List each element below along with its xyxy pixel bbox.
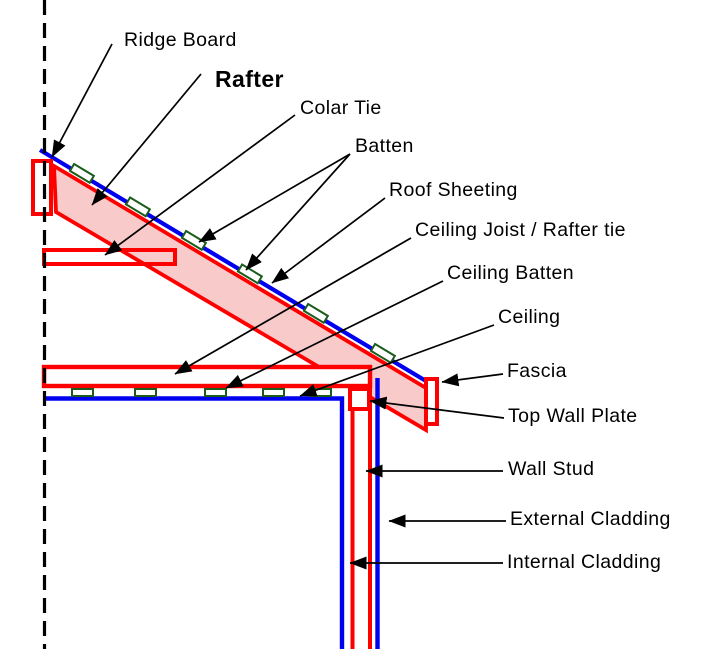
label-fascia: Fascia [507,360,567,382]
label-ceiling-batten: Ceiling Batten [447,262,574,284]
rafter-board [51,162,428,434]
label-batten: Batten [355,135,414,157]
roof-batten [124,196,152,218]
roof-batten [369,342,397,365]
roof-batten [68,162,96,185]
label-internal-cladding: Internal Cladding [507,551,661,573]
ceiling-battens-layer [71,388,332,397]
roof-batten [180,229,208,252]
roof-batten [302,302,330,325]
leader-arrow-roof-sheeting [271,197,386,284]
roof-battens-layer [68,162,397,365]
ceiling-batten [134,388,157,397]
ridge-board-member [31,159,53,216]
label-colar-tie: Colar Tie [300,97,382,119]
leader-arrow-batten [245,153,351,271]
ceiling-and-internal-cladding-line [44,396,345,649]
label-ceiling-joist: Ceiling Joist / Rafter tie [415,219,626,241]
leader-arrow-ceiling [299,324,495,397]
ceiling-batten [309,388,332,397]
label-roof-sheeting: Roof Sheeting [389,179,518,201]
label-external-cladding: External Cladding [510,508,671,530]
fascia-member [424,377,439,426]
ceiling-batten [262,388,285,397]
leader-arrow-fascia [441,373,504,387]
leader-arrow-ceiling-batten [225,280,444,389]
ceiling-joist-member [41,364,373,389]
leader-arrow-ceiling-joist [174,237,412,375]
leader-arrow-top-wall-plate [369,396,505,419]
label-wall-stud: Wall Stud [508,458,594,480]
leader-arrow-colar-tie [104,114,296,256]
label-ceiling: Ceiling [498,306,560,328]
top-wall-plate-member [348,387,371,411]
label-rafter: Rafter [215,66,284,92]
ceiling-batten [204,388,227,397]
label-ridge-board: Ridge Board [124,29,237,51]
leader-arrow-rafter [91,73,202,206]
leader-arrow-batten [198,153,351,243]
leader-arrow-ridge-board [51,43,113,158]
roof-batten [236,263,264,285]
ceiling-batten [71,388,94,397]
label-top-wall-plate: Top Wall Plate [508,405,638,427]
